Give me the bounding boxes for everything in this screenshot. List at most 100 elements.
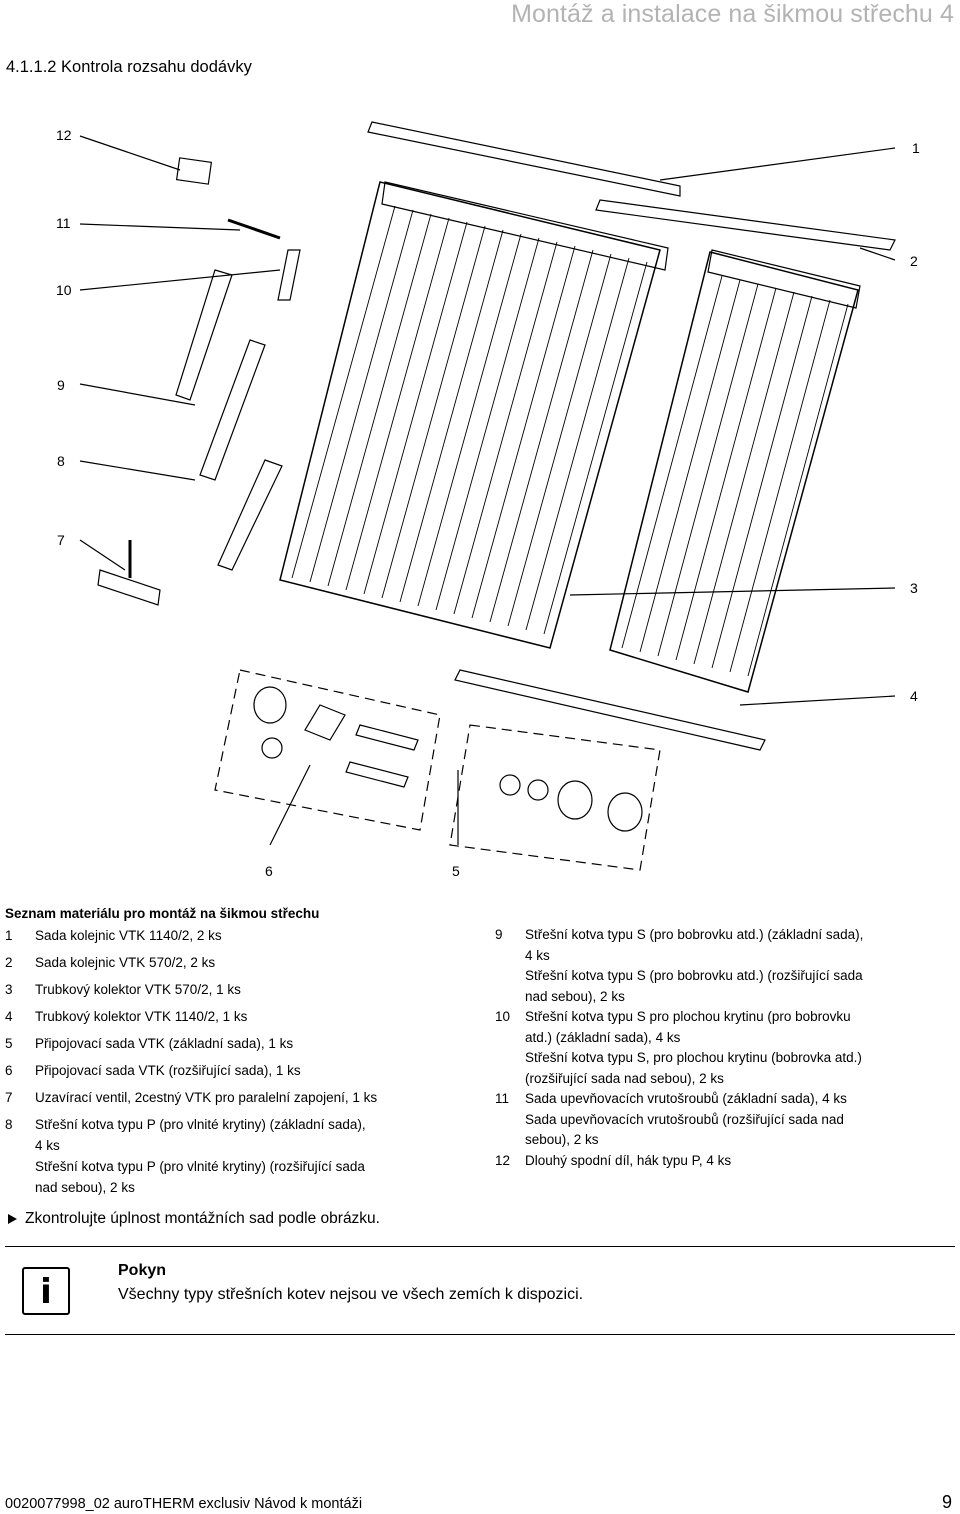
list-item-number	[495, 1028, 525, 1049]
list-item: 4 Trubkový kolektor VTK 1140/2, 1 ks	[5, 1006, 465, 1027]
list-item: Střešní kotva typu S (pro bobrovku atd.)…	[495, 966, 955, 987]
list-item: Střešní kotva typu S, pro plochou krytin…	[495, 1048, 955, 1069]
leader-4	[739, 695, 896, 706]
callout-8: 8	[57, 453, 65, 469]
list-item-text: Střešní kotva typu P (pro vlnité krytiny…	[35, 1117, 366, 1132]
list-item-text: Střešní kotva typu S (pro bobrovku atd.)…	[525, 968, 863, 983]
callout-9: 9	[57, 377, 65, 393]
list-item: nad sebou), 2 ks	[5, 1177, 465, 1198]
list-item-number	[495, 946, 525, 967]
kit6-sleeve	[253, 686, 287, 724]
list-item: Střešní kotva typu P (pro vlnité krytiny…	[5, 1156, 465, 1177]
collector-large	[279, 181, 661, 649]
list-item-number	[495, 1069, 525, 1090]
list-item-text: Střešní kotva typu S (pro bobrovku atd.)…	[525, 927, 864, 942]
collector-small-header	[707, 249, 861, 309]
rail-4	[454, 669, 766, 751]
list-item-number: 11	[495, 1091, 510, 1106]
callout-12: 12	[56, 127, 72, 143]
list-item-text: 4 ks	[525, 947, 550, 963]
note-title: Pokyn	[118, 1262, 167, 1279]
list-item: 11 Sada upevňovacích vrutošroubů (základn…	[495, 1089, 955, 1110]
callout-2: 2	[910, 253, 918, 269]
list-item-number	[495, 1110, 525, 1131]
list-item-text: Připojovací sada VTK (rozšiřující sada),…	[35, 1063, 301, 1078]
kit-box-6	[214, 669, 441, 831]
kit5-fitting-a	[499, 774, 521, 796]
kit6-bar-b	[345, 761, 409, 788]
list-item-number: 7	[5, 1090, 13, 1105]
list-item-number	[495, 1048, 525, 1069]
list-item-text: Střešní kotva typu S, pro plochou krytin…	[525, 1050, 862, 1065]
list-item-text: atd.) (základní sada), 4 ks	[525, 1029, 681, 1045]
callout-7: 7	[57, 532, 65, 548]
leader-10	[79, 269, 281, 291]
list-item: 4 ks	[495, 946, 955, 967]
list-item-text: Uzavírací ventil, 2cestný VTK pro parale…	[35, 1090, 378, 1105]
roof-hook-8	[199, 339, 266, 481]
list-item-number: 10	[495, 1009, 511, 1024]
note-rule-top	[5, 1246, 955, 1247]
list-item-text: Připojovací sada VTK (základní sada), 1 …	[35, 1036, 294, 1051]
list-item-number: 4	[5, 1009, 13, 1024]
list-item-text: Trubkový kolektor VTK 570/2, 1 ks	[35, 982, 241, 997]
note-rule-bottom	[5, 1334, 955, 1335]
list-item: 3 Trubkový kolektor VTK 570/2, 1 ks	[5, 979, 465, 1000]
page-number: 9	[941, 1492, 952, 1512]
list-item: 4 ks	[5, 1135, 465, 1156]
leader-1	[659, 147, 896, 181]
roof-hook-9	[175, 269, 233, 401]
list-item-text: Sada upevňovacích vrutošroubů (základní …	[525, 1091, 847, 1106]
list-item: 7 Uzavírací ventil, 2cestný VTK pro paral…	[5, 1087, 465, 1108]
callout-4: 4	[910, 688, 918, 704]
instruction-text: Zkontrolujte úplnost montážních sad podl…	[25, 1210, 380, 1227]
list-item-text: Trubkový kolektor VTK 1140/2, 1 ks	[35, 1009, 248, 1024]
roof-hook-10	[277, 249, 301, 301]
running-header: Montáž a instalace na šikmou střechu 4	[511, 0, 954, 28]
footer-document-id: 0020077998_02 auroTHERM exclusiv Návod k…	[5, 1496, 363, 1512]
callout-1: 1	[912, 140, 920, 156]
list-item: (rozšiřující sada nad sebou), 2 ks	[495, 1069, 955, 1090]
kit5-fitting-b	[527, 779, 549, 801]
list-item-number: 6	[5, 1063, 13, 1078]
callout-5: 5	[452, 863, 460, 879]
kit5-sleeve-b	[607, 792, 643, 832]
hanger-bolt-11	[227, 218, 281, 240]
leader-2	[859, 247, 896, 261]
callout-3: 3	[910, 580, 918, 596]
leader-7	[79, 539, 126, 571]
callout-10: 10	[56, 282, 72, 298]
plate-12	[175, 157, 213, 185]
kit6-bar-a	[355, 724, 419, 751]
list-item-number: 5	[5, 1036, 13, 1051]
list-item-number	[5, 1156, 35, 1177]
leader-8	[79, 460, 196, 481]
list-item-number: 2	[5, 955, 13, 970]
list-item-text: sebou), 2 ks	[525, 1132, 599, 1147]
list-item-number: 3	[5, 982, 13, 997]
list-item-number	[495, 1130, 525, 1151]
list-item-number	[5, 1135, 35, 1156]
list-item-number	[5, 1177, 35, 1198]
list-item: 6 Připojovací sada VTK (rozšiřující sada)…	[5, 1060, 465, 1081]
material-list-title: Seznam materiálu pro montáž na šikmou st…	[5, 906, 320, 921]
kit6-fitting	[261, 737, 283, 759]
roof-hook-s	[217, 459, 283, 571]
collector-large-header	[381, 181, 669, 271]
section-title: 4.1.1.2 Kontrola rozsahu dodávky	[6, 58, 252, 76]
list-item-text: nad sebou), 2 ks	[525, 988, 625, 1004]
callout-6: 6	[265, 863, 273, 879]
list-item: Sada upevňovacích vrutošroubů (rozšiřují…	[495, 1110, 955, 1131]
exploded-view-figure: 12 1 11 2 10 9 8 7 3 4 6 5	[0, 100, 960, 900]
list-item-text: 4 ks	[35, 1138, 60, 1153]
list-item-text: nad sebou), 2 ks	[35, 1180, 135, 1195]
list-item: nad sebou), 2 ks	[495, 987, 955, 1008]
list-item-text: (rozšiřující sada nad sebou), 2 ks	[525, 1070, 724, 1086]
